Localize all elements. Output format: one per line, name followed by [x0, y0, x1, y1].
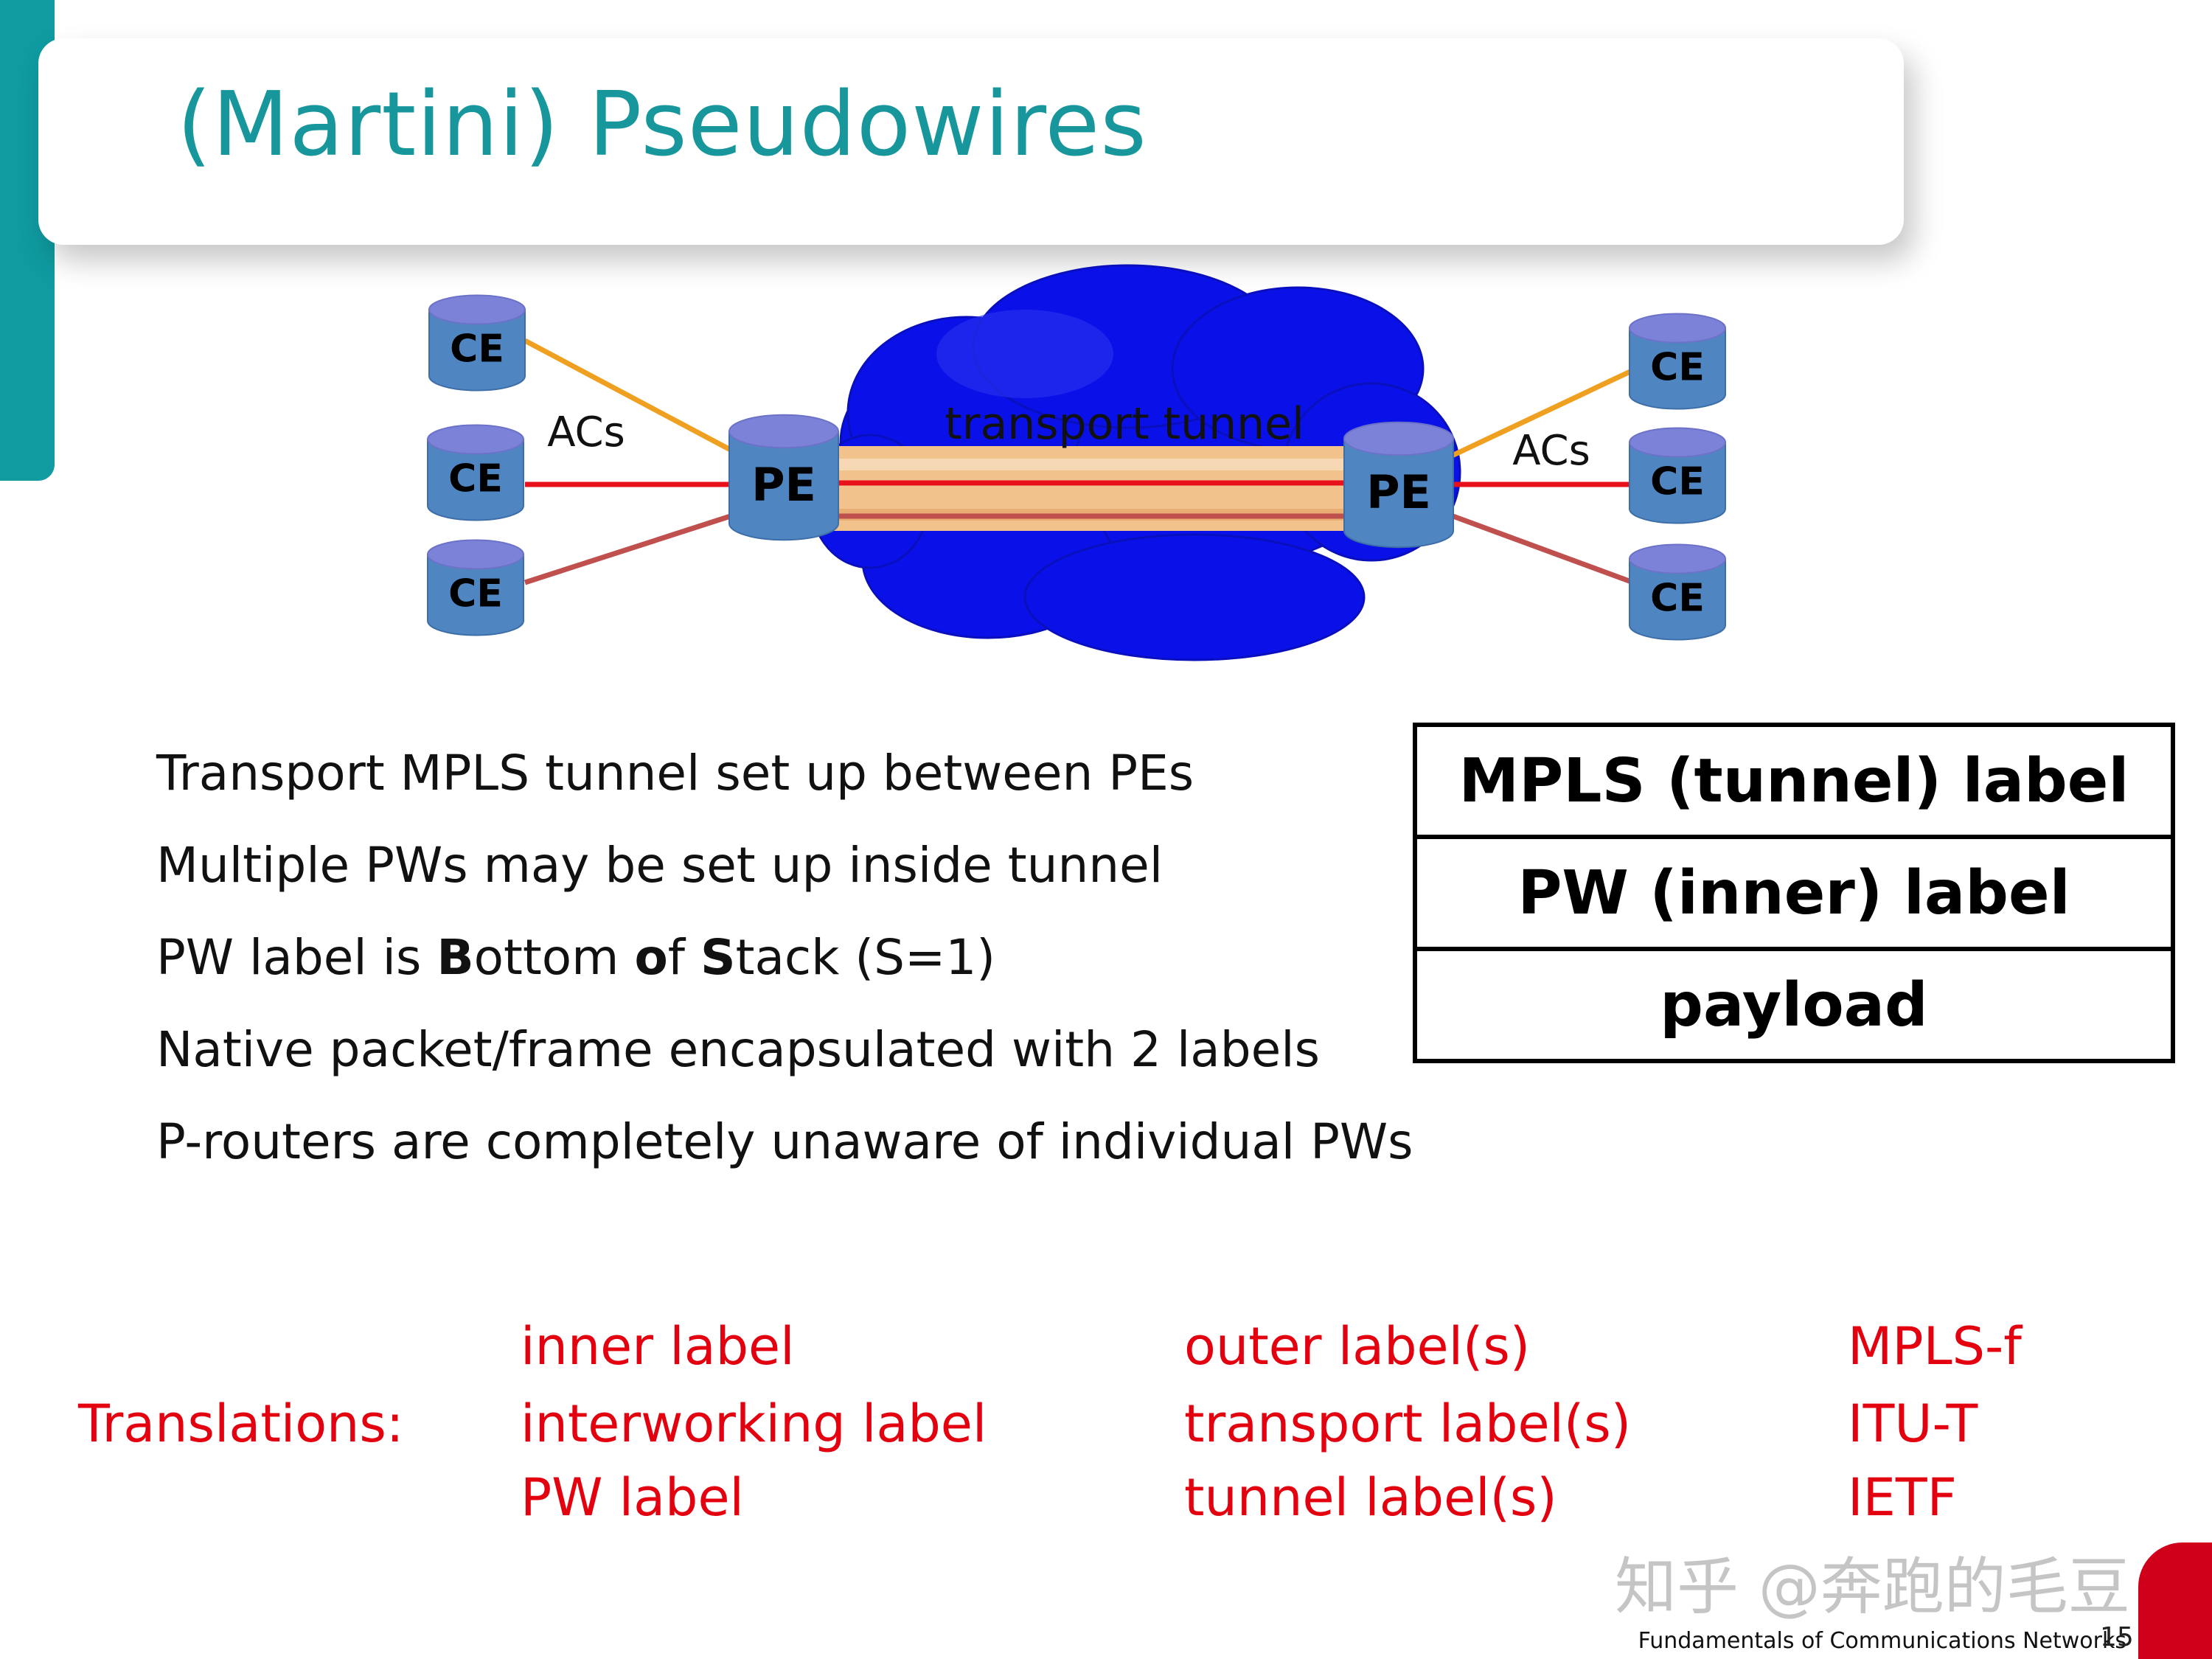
stack-row-mpls-label: MPLS (tunnel) label	[1417, 727, 2171, 839]
bullet-item: P-routers are completely unaware of indi…	[156, 1102, 1413, 1194]
translation-item: outer label(s)	[1184, 1316, 1531, 1377]
acs-label-left: ACs	[547, 408, 625, 456]
ce-node: CE	[427, 424, 524, 521]
pe-node: PE	[1343, 421, 1454, 549]
bullet-text: S	[700, 929, 736, 986]
stack-row-pw-label: PW (inner) label	[1417, 839, 2171, 951]
bullet-text: P-routers are completely unaware of indi…	[156, 1113, 1413, 1170]
bullet-list: Transport MPLS tunnel set up between PEs…	[156, 734, 1413, 1194]
ce-node-label: CE	[1650, 459, 1705, 504]
attachment-circuits	[524, 338, 1635, 585]
bullet-item: Native packet/frame encapsulated with 2 …	[156, 1010, 1413, 1102]
bullet-text: PW label is	[156, 929, 437, 986]
ce-node: CE	[1629, 313, 1726, 410]
translation-item: inner label	[521, 1316, 795, 1377]
bullet-item: Transport MPLS tunnel set up between PEs	[156, 734, 1413, 826]
ce-node: CE	[427, 539, 524, 636]
translation-source: IETF	[1848, 1467, 1957, 1528]
acs-label-right: ACs	[1512, 427, 1590, 475]
watermark: 知乎 @奔跑的毛豆	[1615, 1551, 2130, 1623]
title-card	[38, 38, 1904, 245]
ce-node: CE	[1629, 543, 1726, 641]
bullet-text: B	[437, 929, 474, 986]
ce-node-label: CE	[1650, 345, 1705, 389]
corner-accent	[2138, 1543, 2212, 1659]
bullet-text: o	[634, 929, 668, 986]
label-stack: MPLS (tunnel) label PW (inner) label pay…	[1413, 723, 2175, 1063]
page-number: 15	[2100, 1622, 2134, 1652]
ce-node-label: CE	[450, 327, 504, 371]
ce-node-label: CE	[1650, 576, 1705, 620]
bullet-text: Multiple PWs may be set up inside tunnel	[156, 837, 1164, 894]
translation-item: transport label(s)	[1184, 1394, 1632, 1454]
tunnel-label: transport tunnel	[945, 398, 1304, 450]
pe-node-label: PE	[751, 458, 816, 512]
stack-row-payload: payload	[1660, 970, 1928, 1040]
translation-source: MPLS-f	[1848, 1316, 2022, 1377]
bullet-text: Transport MPLS tunnel set up between PEs	[156, 745, 1194, 801]
pe-node: PE	[728, 414, 839, 541]
footer-text: Fundamentals of Communications Networks	[1638, 1628, 2126, 1654]
translation-source: ITU-T	[1848, 1394, 1978, 1454]
bullet-text: tack (S=1)	[735, 929, 996, 986]
ce-node: CE	[428, 294, 526, 392]
tunnel-pipe	[815, 446, 1390, 531]
translation-item: PW label	[521, 1467, 744, 1528]
bullet-text: f	[667, 929, 701, 986]
pe-node-label: PE	[1366, 465, 1431, 519]
translation-item: tunnel label(s)	[1184, 1467, 1557, 1528]
ce-node: CE	[1629, 427, 1726, 524]
bullet-text: Native packet/frame encapsulated with 2 …	[156, 1021, 1320, 1078]
translations-heading: Translations:	[78, 1394, 404, 1454]
bullet-item: Multiple PWs may be set up inside tunnel	[156, 826, 1413, 918]
translation-item: interworking label	[521, 1394, 987, 1454]
ce-node-label: CE	[448, 456, 503, 501]
ce-node-label: CE	[448, 571, 503, 616]
slide-title: (Martini) Pseudowires	[177, 74, 1147, 176]
bullet-item: PW label is Bottom of Stack (S=1)	[156, 918, 1413, 1010]
bullet-text: ottom	[473, 929, 635, 986]
